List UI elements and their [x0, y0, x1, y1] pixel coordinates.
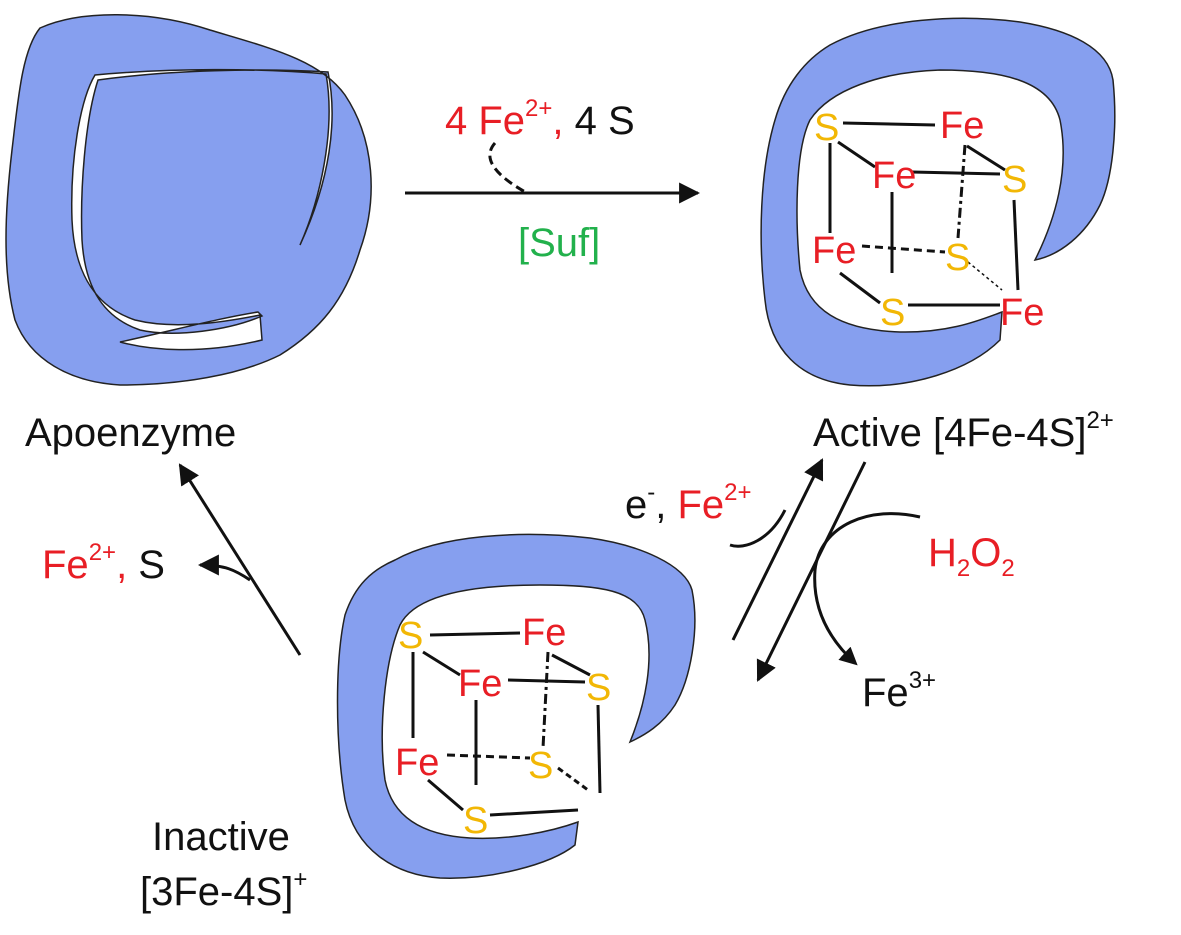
right-input-label: e-, Fe2+ — [625, 479, 752, 527]
electron-text: e — [625, 483, 647, 527]
h2o2-h-sub: 2 — [957, 555, 970, 582]
inactive-fe-1: Fe — [522, 612, 566, 654]
right-comma: , — [655, 483, 666, 527]
h2o2-o-sub: 2 — [1001, 555, 1014, 582]
inactive-protein-shape — [336, 533, 696, 879]
h2o2-h: H — [928, 531, 957, 575]
disassembly-arrow — [178, 463, 302, 656]
active-label: Active [4Fe-4S]2+ — [813, 407, 1114, 455]
h2o2-label: H2O2 — [928, 531, 1015, 582]
release-branch — [197, 554, 251, 582]
suf-label: [Suf] — [518, 221, 600, 265]
fe3-charge: 3+ — [909, 667, 936, 694]
top-comma: , — [552, 99, 563, 143]
active-protein-shape — [760, 17, 1116, 387]
inactive-s-2: S — [586, 667, 611, 709]
fe3-label: Fe3+ — [862, 667, 936, 715]
left-comma: , — [116, 543, 127, 587]
active-fe-4: Fe — [1000, 292, 1044, 334]
top-fe-text: 4 Fe — [445, 99, 525, 143]
reactivation-arrow — [731, 458, 824, 641]
left-fe-charge: 2+ — [89, 539, 116, 566]
apoenzyme-label: Apoenzyme — [25, 411, 236, 455]
active-cluster-bonds — [828, 121, 1020, 307]
h2o2-o: O — [970, 531, 1001, 575]
inactive-s-4: S — [463, 800, 488, 842]
inactive-label-line2: [3Fe-4S]+ — [140, 866, 307, 914]
reactivation-input-curve — [729, 509, 787, 548]
inactive-cluster-atoms: S Fe Fe S Fe S S — [395, 612, 611, 842]
active-cluster-atoms: S Fe Fe S Fe S S Fe — [812, 105, 1044, 334]
oxidation-arrow — [756, 461, 867, 682]
inactive-fe-3: Fe — [395, 742, 439, 784]
top-s-text: 4 S — [564, 99, 635, 143]
inactive-label-line1: Inactive — [152, 815, 290, 859]
active-fe-1: Fe — [940, 105, 984, 147]
right-fe: Fe — [666, 483, 724, 527]
inactive-s-1: S — [398, 615, 423, 657]
top-fe-label: 4 Fe2+, 4 S — [445, 95, 635, 143]
right-fe-charge: 2+ — [724, 479, 751, 506]
active-s-2: S — [1002, 159, 1027, 201]
active-fe-3: Fe — [812, 230, 856, 272]
active-s-1: S — [814, 107, 839, 149]
h2o2-curve — [813, 512, 921, 666]
inactive-label-formula: [3Fe-4S] — [140, 870, 293, 914]
apoenzyme-protein-shape — [5, 14, 372, 386]
fe3-text: Fe — [862, 671, 909, 715]
left-release-label: Fe2+, S — [42, 539, 165, 587]
active-fe-2: Fe — [872, 155, 916, 197]
active-label-charge: 2+ — [1086, 407, 1113, 434]
inactive-label-charge: + — [293, 866, 307, 893]
top-fe-charge: 2+ — [525, 95, 552, 122]
active-s-3: S — [945, 237, 970, 279]
inactive-s-3: S — [528, 745, 553, 787]
electron-charge: - — [647, 479, 655, 506]
active-s-4: S — [880, 292, 905, 334]
inactive-fe-2: Fe — [458, 663, 502, 705]
inactive-cluster-bonds — [411, 631, 602, 817]
cofactor-entry-curve — [488, 142, 528, 195]
left-fe: Fe — [42, 543, 89, 587]
active-label-text: Active [4Fe-4S] — [813, 411, 1086, 455]
left-s: S — [127, 543, 165, 587]
